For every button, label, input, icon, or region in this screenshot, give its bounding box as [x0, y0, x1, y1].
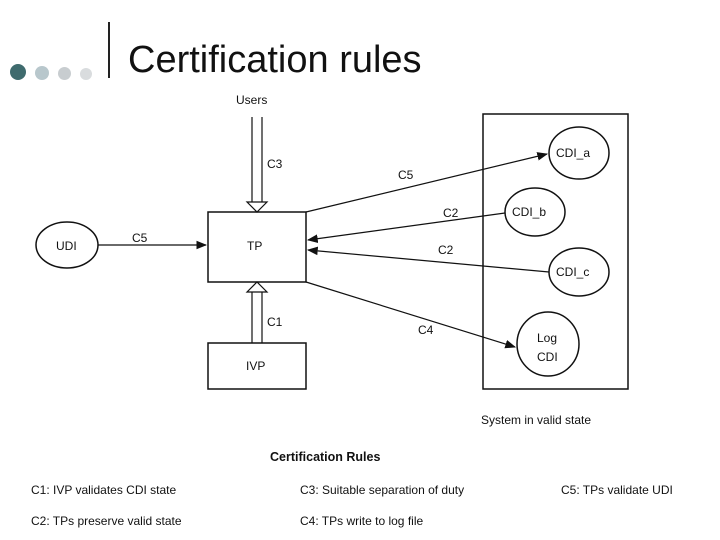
- system-caption: System in valid state: [481, 413, 591, 427]
- cdi-b-to-tp-arrow: [306, 212, 506, 243]
- rule-c3: C3: Suitable separation of duty: [300, 483, 464, 497]
- edge-label-tp-cdi-a: C5: [398, 168, 414, 182]
- edge-label-ivp-tp: C1: [267, 315, 283, 329]
- tp-to-cdi-a-arrow: [305, 152, 549, 213]
- udi-label: UDI: [56, 239, 77, 253]
- bullet-dot-4: [80, 68, 92, 80]
- edge-label-cdi-b-tp: C2: [443, 206, 459, 220]
- rule-c5: C5: TPs validate UDI: [561, 483, 673, 497]
- bullet-dot-3: [58, 67, 71, 80]
- bullet-dot-1: [10, 64, 26, 80]
- log-cdi-node: [516, 311, 580, 377]
- ivp-label: IVP: [246, 359, 265, 373]
- tp-to-log-cdi-arrow: [305, 281, 517, 349]
- edge-label-tp-log: C4: [418, 323, 434, 337]
- cdi-c-to-tp-arrow: [306, 246, 550, 273]
- rule-c1: C1: IVP validates CDI state: [31, 483, 177, 497]
- users-to-tp-arrow: [245, 117, 269, 213]
- users-label: Users: [236, 93, 267, 107]
- edge-label-cdi-c-tp: C2: [438, 243, 454, 257]
- bullet-dot-2: [35, 66, 49, 80]
- edge-label-users-tp: C3: [267, 157, 283, 171]
- cdi-b-node: [504, 187, 566, 237]
- cdi-c-label: CDI_c: [556, 265, 589, 279]
- rule-c4: C4: TPs write to log file: [300, 514, 423, 528]
- edge-label-udi-tp: C5: [132, 231, 148, 245]
- log-cdi-label-line2: CDI: [537, 350, 558, 364]
- system-boundary-box: [482, 113, 629, 390]
- tp-label: TP: [247, 239, 262, 253]
- cdi-a-label: CDI_a: [556, 146, 590, 160]
- ivp-to-tp-arrow: [245, 281, 269, 343]
- slide-title: Certification rules: [128, 39, 422, 81]
- tp-box: [207, 211, 307, 283]
- title-divider: [108, 22, 110, 78]
- rule-c2: C2: TPs preserve valid state: [31, 514, 182, 528]
- rules-heading: Certification Rules: [270, 450, 380, 464]
- ivp-box: [207, 342, 307, 390]
- cdi-b-label: CDI_b: [512, 205, 546, 219]
- log-cdi-label-line1: Log: [537, 331, 557, 345]
- cdi-a-node: [548, 126, 610, 180]
